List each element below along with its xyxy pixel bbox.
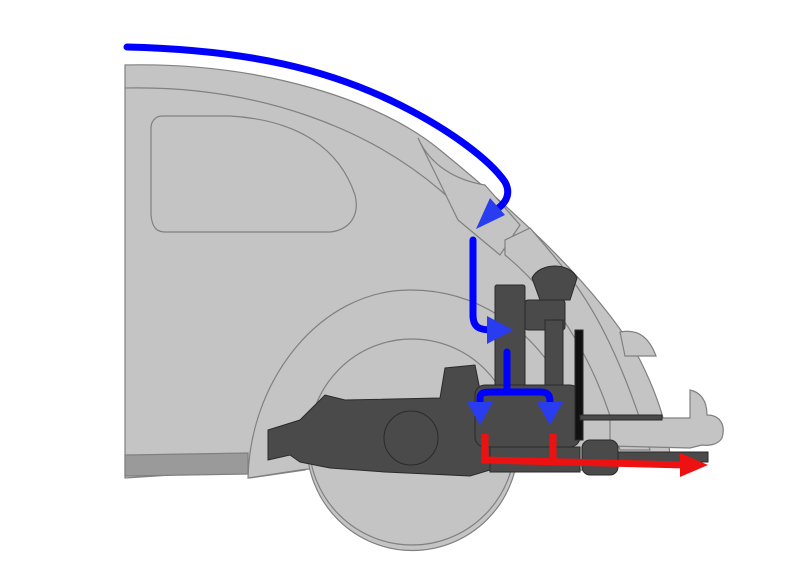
cylinder-right-arrowhead-icon xyxy=(537,402,563,425)
air-arrowheads xyxy=(467,198,563,425)
bumper-bracket xyxy=(579,414,663,421)
engine-bar xyxy=(574,329,584,441)
fan-arrowhead-icon xyxy=(487,316,513,344)
carburetor xyxy=(544,319,564,391)
muffler xyxy=(581,439,619,476)
intake-air-arrow-icon xyxy=(123,43,512,216)
running-board xyxy=(124,452,249,477)
cylinder-air-arrow-icon xyxy=(476,348,554,412)
rear-bumper xyxy=(609,389,724,449)
air-filter xyxy=(531,265,578,301)
exhaust-arrowhead-icon xyxy=(680,453,708,477)
engine-assembly xyxy=(267,265,709,477)
intake-arrowhead-icon xyxy=(476,198,505,229)
cylinder-left-arrowhead-icon xyxy=(467,402,493,425)
exhaust-flow xyxy=(481,434,708,477)
transaxle-cover xyxy=(383,410,439,466)
side-window xyxy=(150,115,357,233)
exhaust-arrow-icon xyxy=(481,434,686,469)
rear-pillar xyxy=(417,137,521,256)
tail-light xyxy=(619,330,657,357)
car-body xyxy=(124,64,724,552)
